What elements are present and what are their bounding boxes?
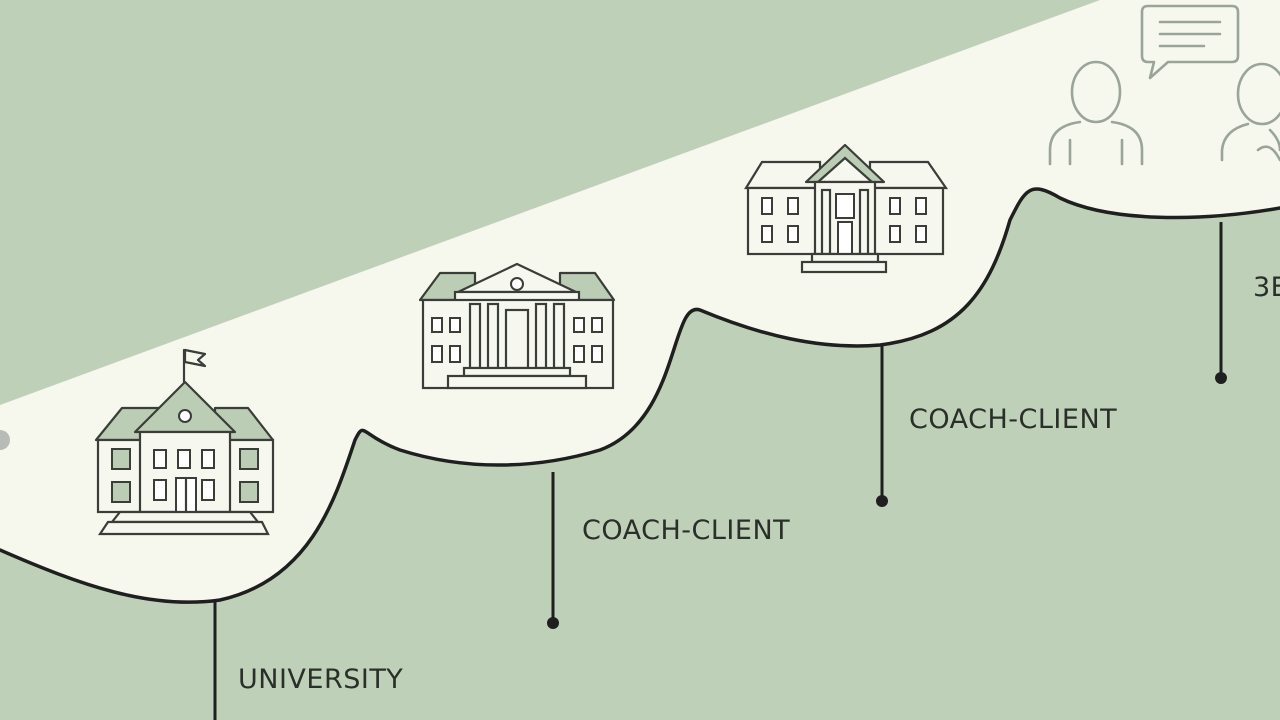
- university-building-icon: [94, 348, 275, 536]
- step-label-university: UNIVERSITY: [238, 664, 403, 695]
- step-label-coach-client-1: COACH-CLIENT: [582, 515, 790, 546]
- leader-dot-step-3: [876, 495, 888, 507]
- manor-building-icon: [744, 143, 949, 274]
- pathway-band: [0, 0, 1280, 603]
- people-chat-icon: [1048, 4, 1280, 166]
- leader-dot-step-4: [1215, 372, 1227, 384]
- leader-dot-step-2: [547, 617, 559, 629]
- pathway-curve: [0, 187, 1280, 604]
- edge-marker: [0, 430, 10, 450]
- step-label-coach-client-2: COACH-CLIENT: [909, 404, 1117, 435]
- step-label-3e: 3E: [1253, 272, 1280, 303]
- classical-building-icon: [418, 262, 616, 390]
